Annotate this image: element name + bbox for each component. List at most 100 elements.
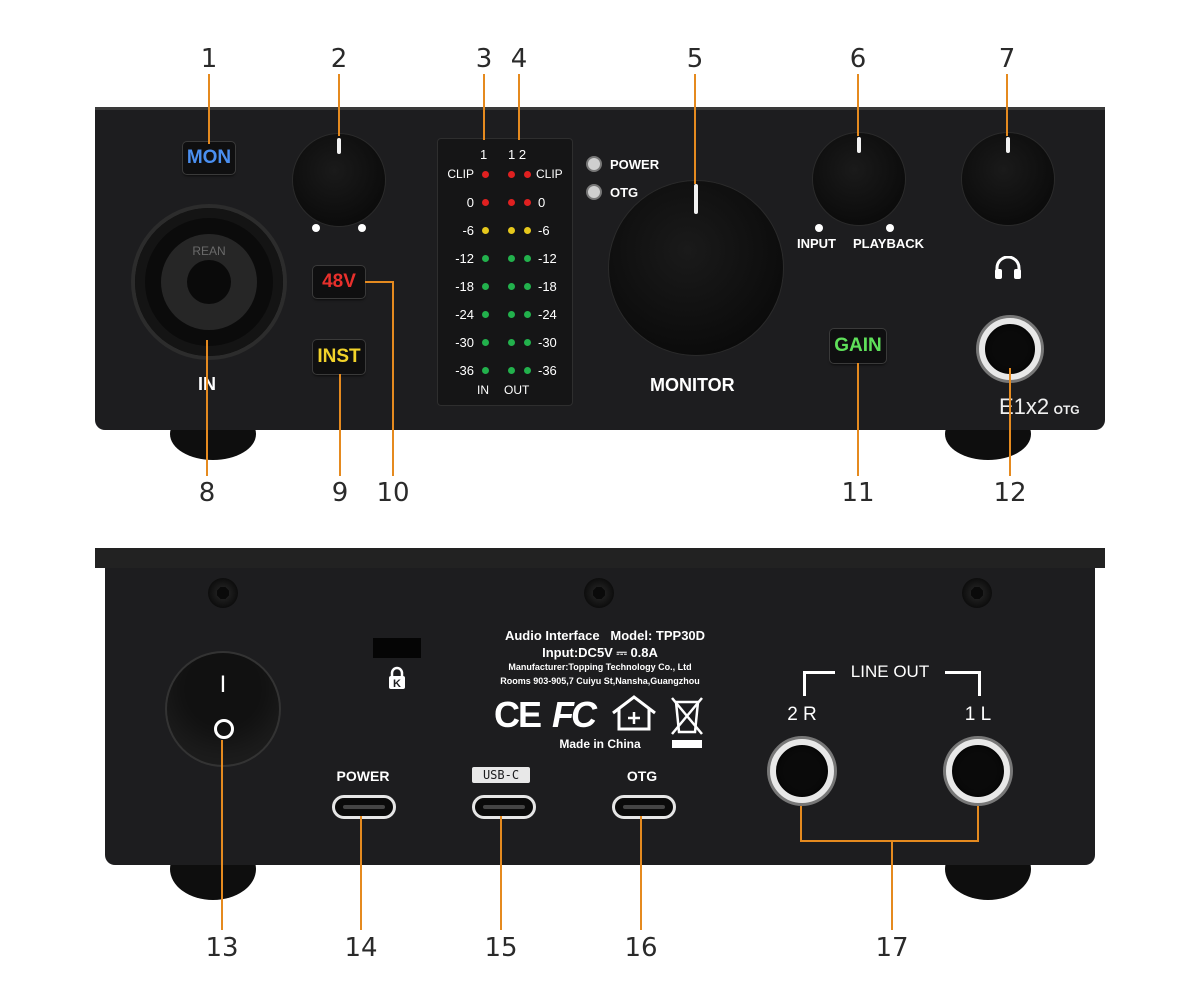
screw-middle bbox=[584, 578, 614, 608]
otg-led bbox=[588, 186, 600, 198]
mix-input-dot bbox=[815, 224, 823, 232]
leader-17-v bbox=[891, 840, 893, 930]
input-gain-knob[interactable] bbox=[293, 134, 385, 226]
meter-led bbox=[524, 283, 531, 290]
leader-5 bbox=[694, 74, 696, 184]
xlr-brand-label: REAN bbox=[192, 244, 226, 258]
power-port[interactable] bbox=[332, 795, 396, 819]
meter-led bbox=[524, 367, 531, 374]
line-out-title: LINE OUT bbox=[835, 662, 945, 682]
headphone-volume-knob[interactable] bbox=[962, 133, 1054, 225]
meter-led bbox=[524, 311, 531, 318]
mon-button[interactable]: MON bbox=[183, 142, 235, 174]
meter-level-left: 0 bbox=[466, 195, 474, 210]
mix-playback-label: PLAYBACK bbox=[853, 236, 925, 251]
leader-1 bbox=[208, 74, 210, 144]
callout-10: 10 bbox=[376, 478, 410, 508]
house-icon bbox=[612, 695, 656, 731]
knob-max-dot bbox=[358, 224, 366, 232]
callout-3: 3 bbox=[475, 44, 493, 74]
rear-top-edge bbox=[95, 548, 1105, 568]
otg-port-label: OTG bbox=[626, 768, 658, 784]
line-out-ch2-label: 2 R bbox=[787, 704, 817, 725]
mix-knob[interactable] bbox=[813, 133, 905, 225]
meter-level-right: CLIP bbox=[536, 167, 563, 181]
leader-17-h bbox=[800, 840, 979, 842]
switch-on-mark: I bbox=[219, 671, 227, 698]
combo-input-jack[interactable]: REAN bbox=[135, 208, 283, 356]
model-name: E1x2 OTG bbox=[999, 394, 1080, 420]
meter-led bbox=[482, 255, 489, 262]
meter-level-right: -24 bbox=[538, 307, 557, 322]
callout-7: 7 bbox=[998, 44, 1016, 74]
meter-led bbox=[524, 255, 531, 262]
made-in-label: Made in China bbox=[559, 737, 641, 751]
meter-level-left: -12 bbox=[455, 251, 474, 266]
leader-4 bbox=[518, 74, 520, 140]
callout-6: 6 bbox=[849, 44, 867, 74]
meter-level-left: -6 bbox=[462, 223, 474, 238]
power-led bbox=[588, 158, 600, 170]
usbc-port-label-box: USB-C bbox=[472, 767, 530, 783]
callout-5: 5 bbox=[686, 44, 704, 74]
meter-level-left: -24 bbox=[455, 307, 474, 322]
usbc-port-label: USB-C bbox=[482, 768, 520, 782]
weee-bin-icon bbox=[671, 697, 703, 748]
leader-6 bbox=[857, 74, 859, 136]
callout-14: 14 bbox=[344, 933, 378, 963]
meter-led bbox=[482, 367, 489, 374]
callout-4: 4 bbox=[510, 44, 528, 74]
meter-level-right: -36 bbox=[538, 363, 557, 378]
monitor-knob[interactable] bbox=[609, 181, 783, 355]
leader-16 bbox=[640, 816, 642, 930]
meter-led bbox=[482, 283, 489, 290]
meter-led bbox=[524, 227, 531, 234]
info-line-2: Input:DC5V ⎓ 0.8A bbox=[542, 645, 658, 660]
line-out-ch1-label: 1 L bbox=[964, 704, 992, 725]
power-port-label: POWER bbox=[336, 768, 390, 784]
line-out-2r-jack[interactable] bbox=[770, 739, 834, 803]
model-suffix: OTG bbox=[1053, 403, 1080, 417]
meter-led bbox=[508, 311, 515, 318]
kensington-slot bbox=[373, 638, 421, 658]
inst-button[interactable]: INST bbox=[313, 340, 365, 374]
model-main: E1x2 bbox=[999, 394, 1050, 419]
meter-foot-out: OUT bbox=[504, 383, 530, 397]
meter-led bbox=[508, 171, 515, 178]
meter-led bbox=[482, 227, 489, 234]
leader-12 bbox=[1009, 368, 1011, 476]
headphones-icon bbox=[995, 256, 1021, 279]
power-led-label: POWER bbox=[610, 157, 660, 172]
leader-10-v bbox=[392, 281, 394, 476]
meter-in-channel: 1 bbox=[480, 147, 488, 162]
meter-led bbox=[508, 255, 515, 262]
leader-17-right bbox=[977, 806, 979, 842]
phantom-48v-button[interactable]: 48V bbox=[313, 266, 365, 298]
info-line-4: Rooms 903-905,7 Cuiyu St,Nansha,Guangzho… bbox=[500, 676, 700, 686]
monitor-label: MONITOR bbox=[650, 375, 735, 395]
meter-level-right: 0 bbox=[538, 195, 546, 210]
leader-10-h bbox=[365, 281, 393, 283]
meter-led bbox=[482, 311, 489, 318]
meter-led bbox=[524, 199, 531, 206]
screw-left bbox=[208, 578, 238, 608]
svg-text:K: K bbox=[393, 678, 401, 690]
power-switch[interactable]: I bbox=[167, 653, 279, 765]
callout-9: 9 bbox=[331, 478, 349, 508]
meter-level-left: CLIP bbox=[447, 167, 474, 181]
otg-port[interactable] bbox=[612, 795, 676, 819]
leader-13 bbox=[221, 740, 223, 930]
gain-button[interactable]: GAIN bbox=[830, 329, 886, 363]
meter-led bbox=[482, 199, 489, 206]
meter-level-right: -18 bbox=[538, 279, 557, 294]
leader-15 bbox=[500, 816, 502, 930]
screw-right bbox=[962, 578, 992, 608]
usbc-port[interactable] bbox=[472, 795, 536, 819]
meter-led bbox=[482, 339, 489, 346]
meter-led bbox=[482, 171, 489, 178]
line-out-1l-jack[interactable] bbox=[946, 739, 1010, 803]
mix-playback-dot bbox=[886, 224, 894, 232]
meter-level-left: -18 bbox=[455, 279, 474, 294]
combo-jack-center bbox=[187, 260, 231, 304]
leader-3 bbox=[483, 74, 485, 140]
